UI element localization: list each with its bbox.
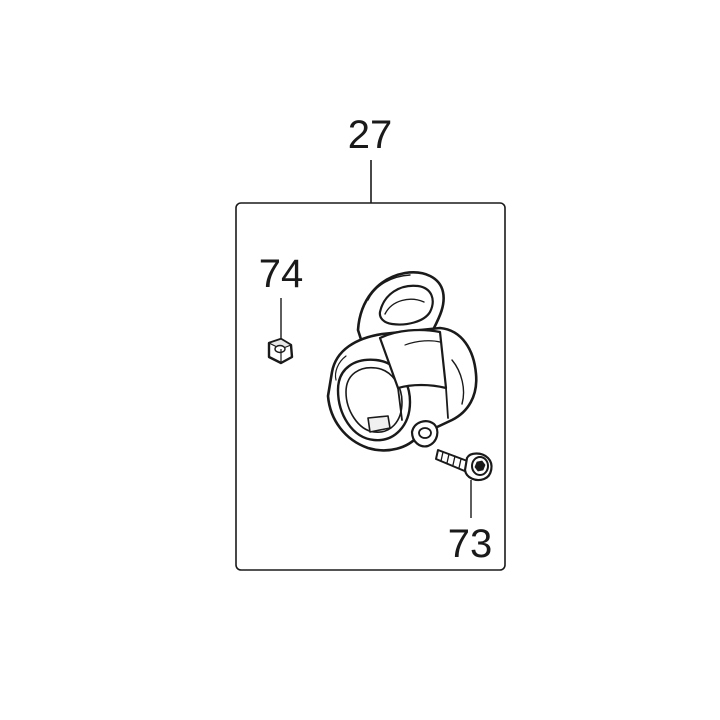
socket-head-screw-icon bbox=[435, 449, 493, 482]
assembly-frame bbox=[235, 202, 506, 571]
part-callout-73: 73 bbox=[448, 522, 493, 566]
part-callout-74: 74 bbox=[259, 252, 304, 296]
hex-nut-icon bbox=[267, 337, 294, 365]
assembly-callout-27: 27 bbox=[348, 113, 393, 157]
handle-bracket-housing bbox=[326, 271, 478, 452]
